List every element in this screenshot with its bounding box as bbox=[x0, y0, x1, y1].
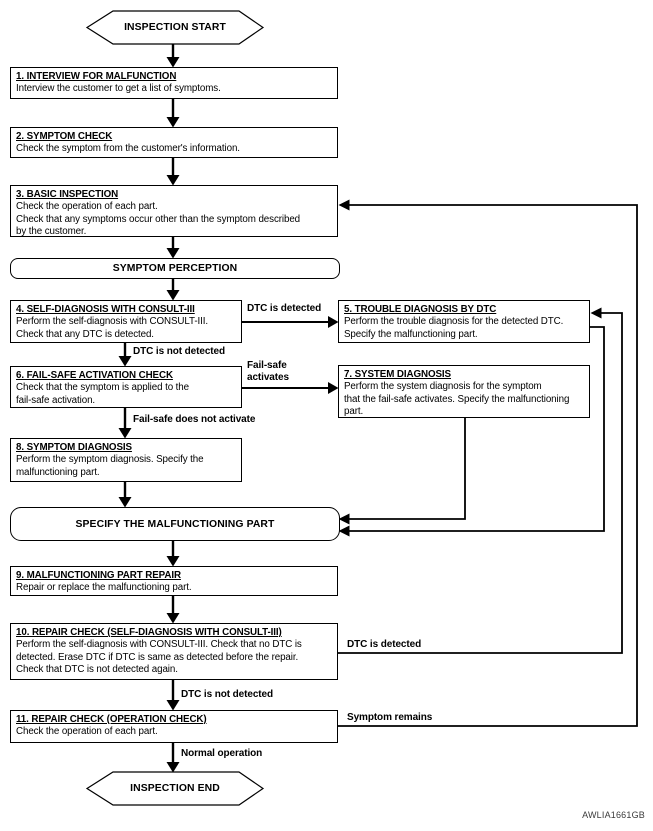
edge-label-symptom-remains: Symptom remains bbox=[347, 712, 433, 723]
step-11-title: 11. REPAIR CHECK (OPERATION CHECK) bbox=[16, 714, 207, 725]
step-10-box: 10. REPAIR CHECK (SELF-DIAGNOSIS WITH CO… bbox=[10, 623, 338, 680]
step-5-title: 5. TROUBLE DIAGNOSIS BY DTC bbox=[344, 304, 497, 315]
step-7-body: Perform the system diagnosis for the sym… bbox=[344, 381, 570, 418]
step-3-box: 3. BASIC INSPECTION Check the operation … bbox=[10, 185, 338, 237]
step-10-body: Perform the self-diagnosis with CONSULT-… bbox=[16, 639, 302, 676]
step-2-title: 2. SYMPTOM CHECK bbox=[16, 131, 113, 142]
feedback-arrowheads bbox=[338, 199, 602, 537]
branch-arrows bbox=[242, 316, 339, 394]
step-10-title: 10. REPAIR CHECK (SELF-DIAGNOSIS WITH CO… bbox=[16, 627, 282, 638]
step-9-body: Repair or replace the malfunctioning par… bbox=[16, 582, 192, 593]
edge-label-dtc-detected-4-5: DTC is detected bbox=[247, 303, 322, 314]
specify-part-label: SPECIFY THE MALFUNCTIONING PART bbox=[75, 518, 275, 530]
step-8-body: Perform the symptom diagnosis. Specify t… bbox=[16, 454, 204, 478]
step-8-box: 8. SYMPTOM DIAGNOSIS Perform the symptom… bbox=[10, 438, 242, 482]
edge-label-dtc-detected-10: DTC is detected bbox=[347, 639, 422, 650]
step-1-body: Interview the customer to get a list of … bbox=[16, 83, 221, 94]
step-9-box: 9. MALFUNCTIONING PART REPAIR Repair or … bbox=[10, 566, 338, 596]
step-7-title: 7. SYSTEM DIAGNOSIS bbox=[344, 369, 451, 380]
feedback-lines bbox=[338, 204, 638, 727]
main-flow-arrows bbox=[118, 44, 180, 773]
step-5-box: 5. TROUBLE DIAGNOSIS BY DTC Perform the … bbox=[338, 300, 590, 343]
edge-label-dtc-not-detected-4-6: DTC is not detected bbox=[133, 346, 225, 357]
step-11-body: Check the operation of each part. bbox=[16, 726, 158, 737]
step-8-title: 8. SYMPTOM DIAGNOSIS bbox=[16, 442, 132, 453]
start-hexagon-shape bbox=[85, 10, 265, 45]
terminator-end-label: INSPECTION END bbox=[130, 783, 220, 794]
step-2-body: Check the symptom from the customer's in… bbox=[16, 143, 240, 154]
step-6-box: 6. FAIL-SAFE ACTIVATION CHECK Check that… bbox=[10, 366, 242, 408]
milestone-symptom-perception: SYMPTOM PERCEPTION bbox=[10, 258, 340, 279]
step-4-title: 4. SELF-DIAGNOSIS WITH CONSULT-III bbox=[16, 304, 195, 315]
step-1-title: 1. INTERVIEW FOR MALFUNCTION bbox=[16, 71, 177, 82]
edge-label-fail-safe-activates: Fail-safe activates bbox=[247, 360, 289, 383]
step-3-title: 3. BASIC INSPECTION bbox=[16, 189, 119, 200]
end-hexagon-shape bbox=[85, 771, 265, 806]
edge-label-dtc-not-detected-10-11: DTC is not detected bbox=[181, 689, 273, 700]
edge-label-fail-safe-does-not-activate: Fail-safe does not activate bbox=[133, 414, 256, 425]
step-11-box: 11. REPAIR CHECK (OPERATION CHECK) Check… bbox=[10, 710, 338, 743]
step-4-body: Perform the self-diagnosis with CONSULT-… bbox=[16, 316, 208, 340]
step-1-box: 1. INTERVIEW FOR MALFUNCTION Interview t… bbox=[10, 67, 338, 99]
step-9-title: 9. MALFUNCTIONING PART REPAIR bbox=[16, 570, 181, 581]
terminator-inspection-end: INSPECTION END bbox=[87, 772, 263, 805]
step-7-box: 7. SYSTEM DIAGNOSIS Perform the system d… bbox=[338, 365, 590, 418]
step-3-body: Check the operation of each part. Check … bbox=[16, 201, 301, 238]
terminator-start-label: INSPECTION START bbox=[124, 22, 226, 33]
step-2-box: 2. SYMPTOM CHECK Check the symptom from … bbox=[10, 127, 338, 158]
milestone-specify-part: SPECIFY THE MALFUNCTIONING PART bbox=[10, 507, 340, 541]
step-6-body: Check that the symptom is applied to the… bbox=[16, 382, 189, 406]
terminator-inspection-start: INSPECTION START bbox=[87, 11, 263, 44]
step-4-box: 4. SELF-DIAGNOSIS WITH CONSULT-III Perfo… bbox=[10, 300, 242, 343]
symptom-perception-label: SYMPTOM PERCEPTION bbox=[112, 263, 238, 274]
step-6-title: 6. FAIL-SAFE ACTIVATION CHECK bbox=[16, 370, 173, 381]
edge-label-normal-operation: Normal operation bbox=[181, 748, 263, 759]
step-5-body: Perform the trouble diagnosis for the de… bbox=[344, 316, 564, 340]
figure-code: AWLIA1661GB bbox=[582, 810, 645, 820]
